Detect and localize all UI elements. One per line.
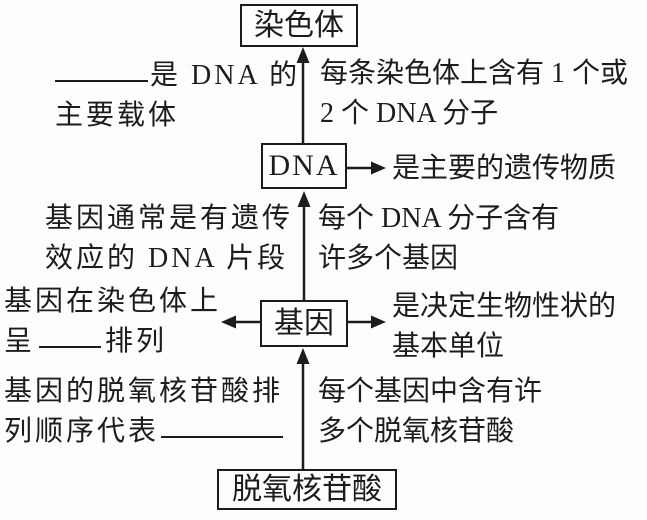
arrow-nucleotide-to-gene [296, 348, 310, 469]
arrow-gene-to-basic-unit [348, 315, 386, 329]
annotation-nucleotides-per-gene: 每个基因中含有许 多个脱氧核苷酸 [318, 372, 542, 452]
annotation-text: 基因通常是有遗传 [45, 203, 294, 234]
node-gene: 基因 [260, 300, 348, 347]
fill-in-blank-arrangement [39, 345, 102, 348]
annotation-text: 列顺序代表 [4, 416, 160, 447]
annotation-text: 呈 [4, 326, 36, 357]
annotation-basic-unit: 是决定生物性状的 基本单位 [392, 287, 616, 367]
annotation-text: 每条染色体上含有 1 个或 [320, 58, 629, 89]
annotation-line: 呈 排列 [4, 322, 221, 362]
fill-in-blank-sequence [161, 435, 284, 438]
node-chromosome: 染色体 [240, 4, 358, 47]
arrow-gene-to-dna [297, 191, 311, 300]
annotation-nucleotide-sequence: 基因的脱氧核苷酸排 列顺序代表 [4, 372, 284, 452]
annotation-text: 基因的脱氧核苷酸排 [4, 376, 284, 407]
node-dna: DNA [261, 143, 347, 189]
annotation-genetic-material: 是主要的遗传物质 [392, 149, 616, 189]
annotation-text: 2 个 DNA 分子 [320, 98, 499, 129]
annotation-text: 是决定生物性状的 [392, 291, 617, 322]
annotation-text: 基本单位 [392, 331, 505, 362]
annotation-gene-definition: 基因通常是有遗传 效应的 DNA 片段 [45, 199, 293, 279]
annotation-dna-carrier: 是 DNA 的 主要载体 [55, 56, 300, 136]
annotation-text: 基因在染色体上 [4, 286, 222, 317]
annotation-text: 多个脱氧核苷酸 [318, 416, 515, 447]
node-nucleotide: 脱氧核苷酸 [217, 469, 397, 510]
fill-in-blank-carrier [55, 79, 148, 82]
arrow-dna-to-genetic-material [347, 161, 386, 175]
annotation-text: 每个 DNA 分子含有 [318, 203, 560, 234]
annotation-text: 效应的 DNA 片段 [45, 243, 289, 274]
annotation-gene-arrangement: 基因在染色体上 呈 排列 [4, 282, 221, 362]
annotation-text: 是主要的遗传物质 [392, 153, 617, 184]
annotation-line: 列顺序代表 [4, 412, 284, 452]
annotation-text: 许多个基因 [318, 243, 459, 274]
annotation-genes-per-dna: 每个 DNA 分子含有 许多个基因 [318, 199, 559, 279]
annotation-line: 是 DNA 的 [55, 56, 300, 96]
annotation-text: 每个基因中含有许 [318, 376, 543, 407]
annotation-dna-per-chromosome: 每条染色体上含有 1 个或 2 个 DNA 分子 [320, 54, 628, 134]
arrow-gene-to-arrangement [221, 315, 260, 329]
annotation-text: 主要载体 [55, 100, 180, 131]
arrow-dna-to-chromosome [296, 47, 310, 145]
annotation-text: 排列 [105, 326, 168, 357]
annotation-text: 是 DNA 的 [150, 60, 301, 91]
